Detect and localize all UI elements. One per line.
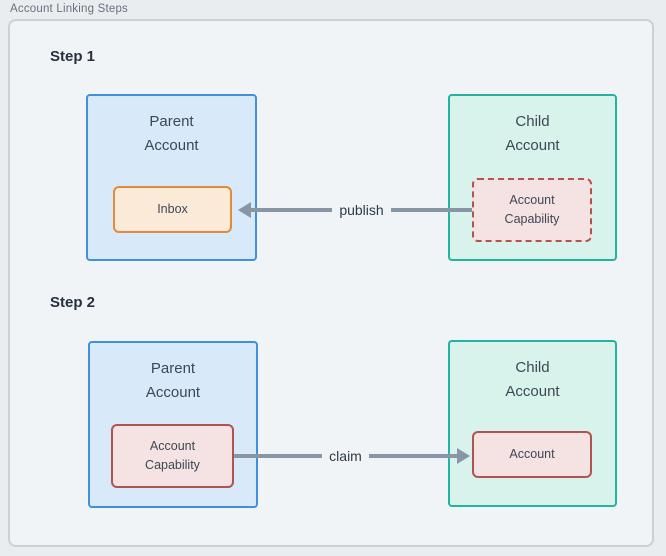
step1-heading: Step 1 [50, 48, 96, 65]
step2-heading: Step 2 [50, 294, 96, 311]
step2-claim-arrow: claim [234, 447, 471, 465]
step2-parent-account-title: Parent Account [145, 360, 201, 401]
diagram-container: Step 1 Parent Account Inbox Child Accoun… [8, 19, 654, 547]
step2-child-account-box: Child Account [448, 340, 617, 507]
step1-child-account-title: Child Account [505, 113, 560, 154]
step1-parent-account-title: Parent Account [144, 113, 199, 154]
step2-arrow-label: claim [329, 448, 362, 464]
step1-account-capability-label: Account Capability [504, 192, 560, 226]
step2-account-capability-label: Account Capability [145, 438, 200, 472]
step1-inbox-label: Inbox [157, 201, 188, 216]
step2-account-capability-box: Account Capability [111, 424, 234, 488]
step2-account-box: Account [472, 431, 592, 478]
diagram-group-label: Account Linking Steps [10, 3, 128, 15]
step1-parent-account-box: Parent Account [86, 94, 257, 261]
step1-inbox-box: Inbox [113, 186, 232, 233]
step1-account-capability-box: Account Capability [472, 178, 592, 242]
arrowhead-right-icon [457, 448, 471, 464]
step1-arrow-label: publish [339, 202, 384, 218]
step1-publish-arrow: publish [238, 201, 472, 219]
step2-child-account-title: Child Account [505, 359, 560, 400]
step2-account-label: Account [509, 446, 555, 461]
arrowhead-left-icon [238, 202, 251, 218]
arrow-line [234, 454, 323, 458]
arrow-line [251, 208, 333, 212]
arrow-line [368, 454, 458, 458]
arrow-line [390, 208, 472, 212]
